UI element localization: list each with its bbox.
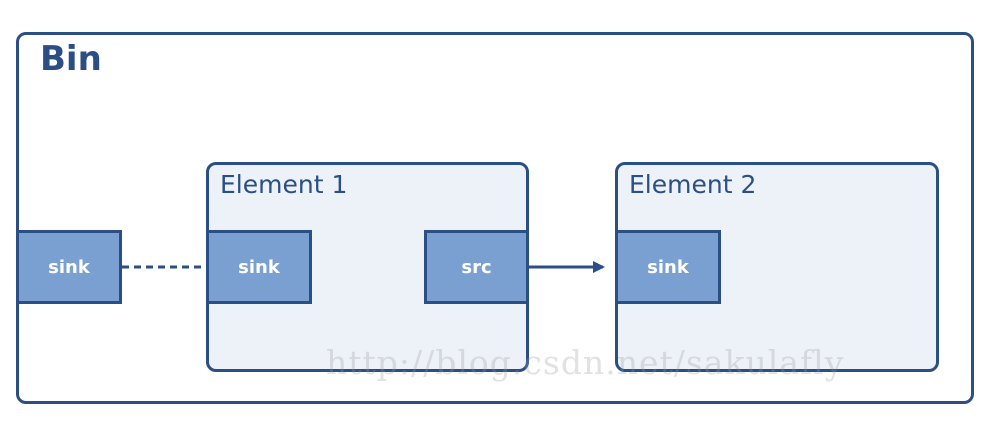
bin-title: Bin [40,39,102,79]
bin-ghost-sink-pad: sink [16,230,122,304]
element-1-title: Element 1 [220,170,348,199]
element-1-sink-pad: sink [206,230,312,304]
element-1-src-pad: src [424,230,529,304]
element-2-title: Element 2 [629,170,757,199]
watermark-text: http://blog.csdn.net/sakulafly [326,343,845,382]
element-2-sink-pad: sink [615,230,721,304]
